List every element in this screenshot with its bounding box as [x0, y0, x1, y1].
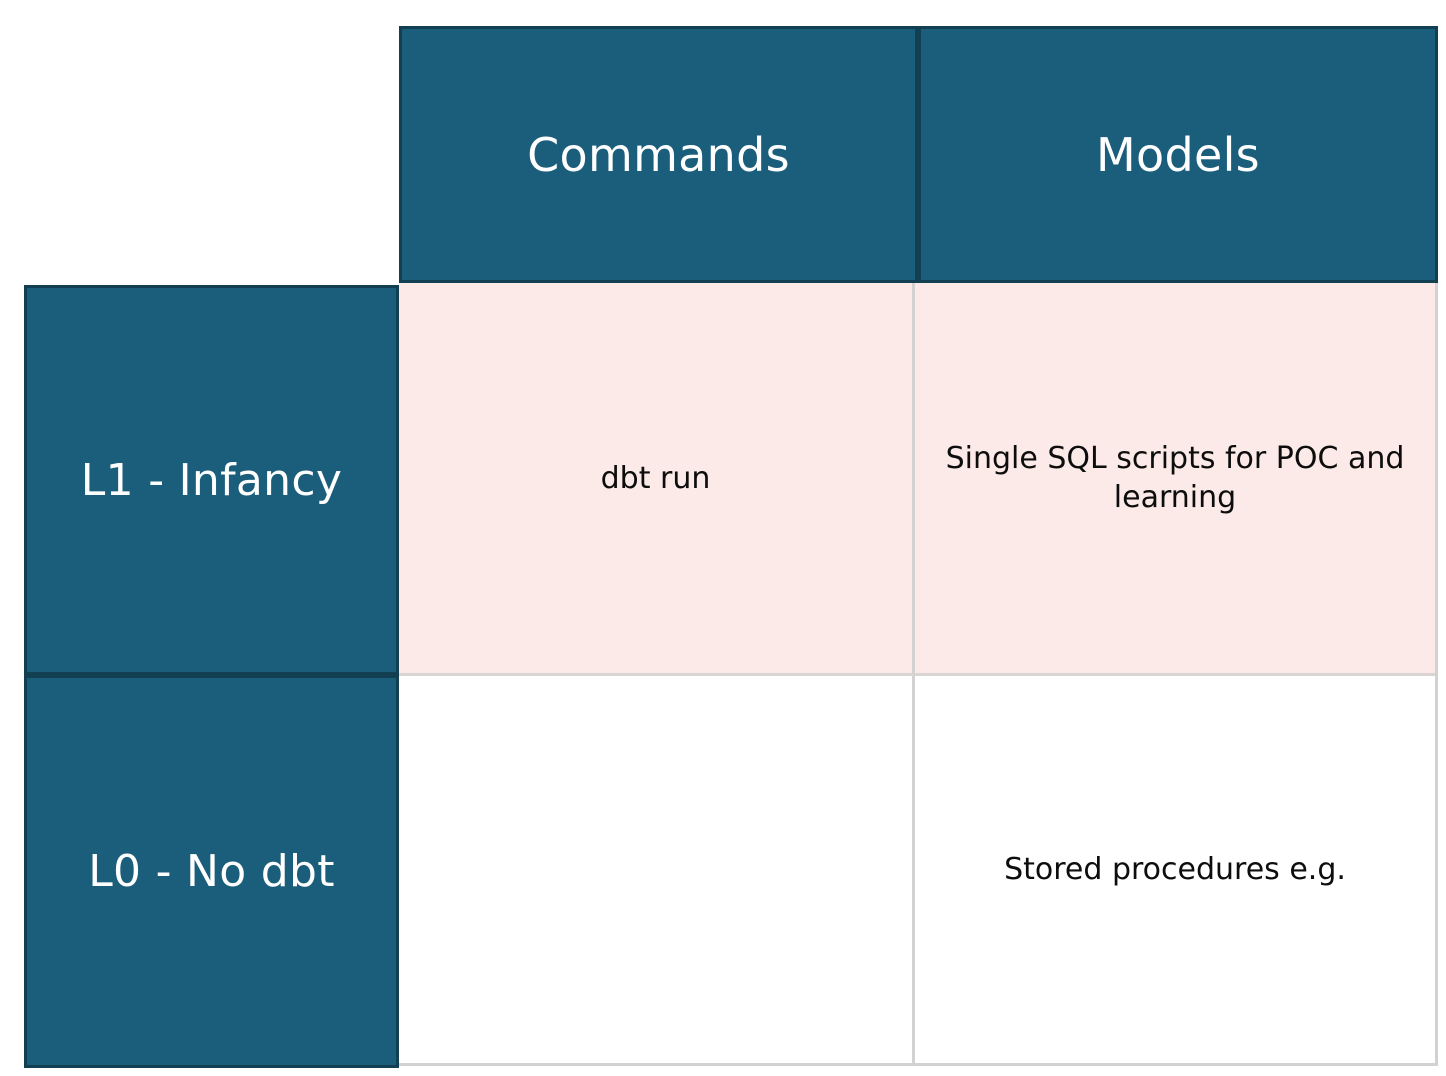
column-header-label: Commands: [527, 127, 790, 182]
row-header-label: L1 - Infancy: [80, 454, 343, 506]
cell-text: Stored procedures e.g.: [1004, 852, 1346, 887]
table-cell-l1-models[interactable]: Single SQL scripts for POC and learning: [915, 283, 1435, 676]
matrix-body-grid: dbt run Single SQL scripts for POC and l…: [399, 283, 1438, 1066]
cell-text: Single SQL scripts for POC and learning: [945, 441, 1405, 515]
table-cell-l0-models[interactable]: Stored procedures e.g.: [915, 676, 1435, 1063]
column-header-models[interactable]: Models: [918, 26, 1438, 283]
table-cell-l1-commands[interactable]: dbt run: [399, 283, 915, 676]
row-header-l1-infancy[interactable]: L1 - Infancy: [24, 285, 399, 675]
row-header-label: L0 - No dbt: [88, 846, 335, 897]
row-header-l0-no-dbt[interactable]: L0 - No dbt: [24, 675, 399, 1068]
column-header-label: Models: [1096, 127, 1260, 182]
cell-text: dbt run: [600, 460, 711, 496]
table-cell-l0-commands[interactable]: [399, 676, 915, 1063]
column-header-commands[interactable]: Commands: [399, 26, 918, 283]
